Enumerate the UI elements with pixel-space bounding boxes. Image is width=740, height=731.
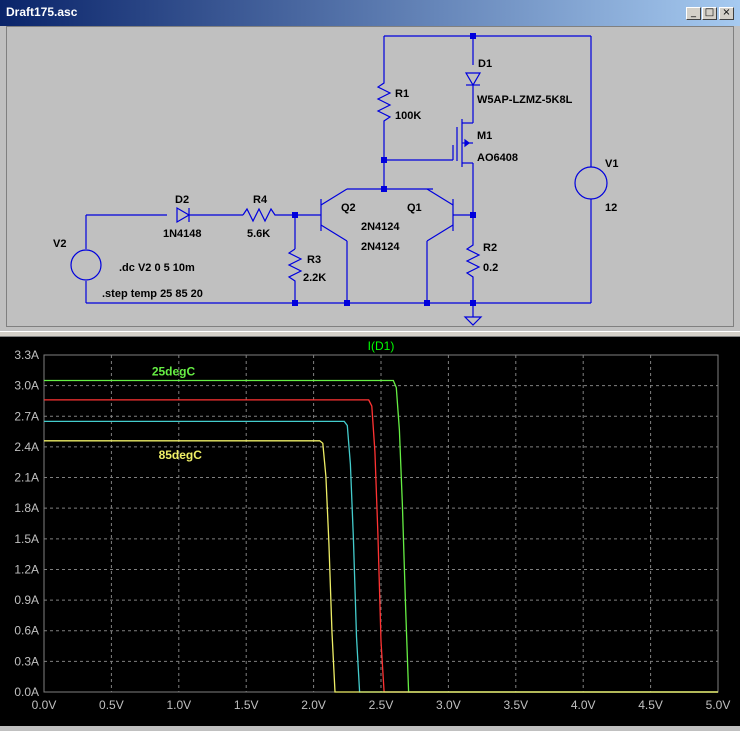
y-tick-label: 1.5A: [14, 532, 39, 546]
r3-ref: R3: [307, 254, 321, 266]
temp-label-85: 85degC: [159, 448, 203, 462]
x-tick-label: 4.0V: [571, 698, 596, 712]
x-tick-label: 1.0V: [166, 698, 191, 712]
v1-value: 12: [605, 202, 617, 214]
x-tick-label: 3.0V: [436, 698, 461, 712]
y-tick-label: 0.3A: [14, 654, 39, 668]
d2-ref: D2: [175, 194, 189, 206]
r3-value: 2.2K: [303, 272, 326, 284]
trace-series-1[interactable]: [44, 399, 718, 693]
x-tick-label: 4.5V: [638, 698, 663, 712]
trace-title[interactable]: I(D1): [368, 339, 395, 353]
y-tick-label: 1.2A: [14, 562, 39, 576]
x-tick-label: 0.5V: [99, 698, 124, 712]
waveform-viewer[interactable]: I(D1) 0.0V 0.5V 1.0V 1.5V 2.0V 2.5V 3.0V 3.5V 4.…: [0, 337, 740, 726]
window-title: Draft175.asc: [6, 5, 78, 19]
window-titlebar[interactable]: Draft175.asc _ □ ×: [0, 0, 740, 26]
r4-ref: R4: [253, 194, 268, 206]
d1-ref: D1: [478, 58, 492, 70]
minimize-button[interactable]: _: [686, 7, 701, 20]
waveform-plot[interactable]: I(D1) 0.0V 0.5V 1.0V 1.5V 2.0V 2.5V 3.0V 3.5V 4.…: [0, 337, 740, 726]
trace-series-3[interactable]: [44, 440, 718, 693]
y-tick-label: 3.3A: [14, 348, 39, 362]
x-tick-label: 0.0V: [32, 698, 57, 712]
r2-ref: R2: [483, 242, 497, 254]
step-directive[interactable]: .step temp 25 85 20: [102, 288, 203, 300]
d1-value: W5AP-LZMZ-5K8L: [477, 94, 573, 106]
r1-value: 100K: [395, 110, 421, 122]
q2-ref: Q2: [341, 202, 356, 214]
y-tick-label: 1.8A: [14, 501, 39, 515]
pane-splitter[interactable]: [0, 331, 740, 337]
schematic-canvas[interactable]: D1 W5AP-LZMZ-5K8L R1 100K M1 AO6408 V1 1…: [6, 26, 734, 327]
maximize-button[interactable]: □: [702, 7, 717, 20]
q1-ref: Q1: [407, 202, 422, 214]
y-tick-label: 0.6A: [14, 624, 39, 638]
x-tick-label: 3.5V: [503, 698, 528, 712]
r1-ref: R1: [395, 88, 409, 100]
q2-value: 2N4124: [361, 221, 400, 233]
temp-label-25: 25degC: [152, 364, 196, 378]
d2-value: 1N4148: [163, 228, 202, 240]
q1-value: 2N4124: [361, 241, 400, 253]
x-tick-label: 2.0V: [301, 698, 326, 712]
r2-value: 0.2: [483, 262, 498, 274]
y-tick-label: 0.0A: [14, 685, 39, 699]
y-tick-label: 2.1A: [14, 471, 39, 485]
r4-value: 5.6K: [247, 228, 270, 240]
schematic-drawing: D1 W5AP-LZMZ-5K8L R1 100K M1 AO6408 V1 1…: [53, 33, 618, 326]
v1-ref: V1: [605, 158, 618, 170]
y-tick-label: 0.9A: [14, 593, 39, 607]
y-tick-label: 3.0A: [14, 379, 39, 393]
close-button[interactable]: ×: [719, 7, 734, 20]
x-tick-label: 5.0V: [706, 698, 731, 712]
m1-value: AO6408: [477, 152, 518, 164]
schematic-pane[interactable]: D1 W5AP-LZMZ-5K8L R1 100K M1 AO6408 V1 1…: [0, 26, 740, 331]
x-tick-label: 2.5V: [369, 698, 394, 712]
dc-directive[interactable]: .dc V2 0 5 10m: [119, 262, 195, 274]
v2-ref: V2: [53, 238, 66, 250]
m1-ref: M1: [477, 130, 492, 142]
y-tick-label: 2.4A: [14, 440, 39, 454]
x-tick-label: 1.5V: [234, 698, 259, 712]
y-tick-label: 2.7A: [14, 409, 39, 423]
